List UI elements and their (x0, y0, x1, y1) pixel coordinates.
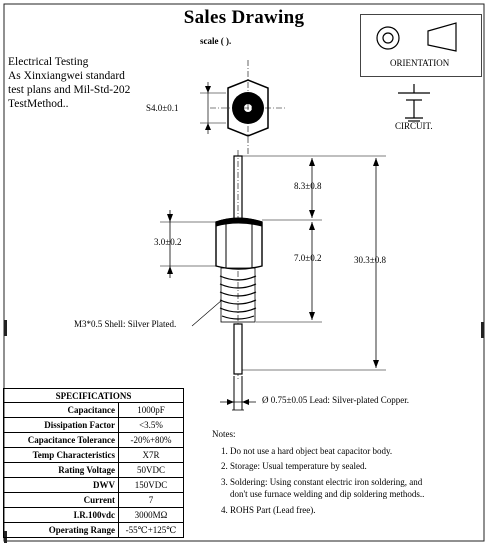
electrical-line-3: test plans and Mil-Std-202 (8, 84, 131, 96)
page-title: Sales Drawing (183, 7, 305, 28)
spec-value: X7R (118, 447, 184, 463)
spec-label: DWV (3, 477, 119, 493)
page-border (3, 3, 485, 542)
orientation-label: ORIENTATION (390, 58, 450, 68)
electrical-line-2: As Xinxiangwei standard (8, 70, 125, 82)
spec-value: 150VDC (118, 477, 184, 493)
lead-top-dimension-label: 8.3±0.8 (294, 181, 322, 191)
table-row: Capacitance Tolerance-20%+80% (3, 432, 184, 448)
specifications-header: SPECIFICATIONS (3, 388, 184, 403)
lead-label: Ø 0.75±0.05 Lead: Silver-plated Copper. (262, 395, 409, 405)
spec-value: -55℃+125℃ (118, 522, 184, 538)
circuit-label: CIRCUIT. (395, 121, 433, 131)
spec-value: -20%+80% (118, 432, 184, 448)
body-dimension-label: 3.0±0.2 (154, 237, 182, 247)
specifications-header-row: SPECIFICATIONS (3, 388, 184, 403)
spec-label: Rating Voltage (3, 462, 119, 478)
dimension-lines (160, 155, 386, 405)
list-item: Storage: Usual temperature by sealed. (230, 460, 440, 473)
orientation-box (360, 14, 482, 77)
shell-label: M3*0.5 Shell: Silver Plated. (74, 319, 177, 329)
spec-value: 7 (118, 492, 184, 508)
spec-label: Current (3, 492, 119, 508)
electrical-line-1: Electrical Testing (8, 56, 89, 68)
notes-section: Notes: Do not use a hard object beat cap… (212, 428, 440, 519)
total-length-dimension-label: 30.3±0.8 (354, 255, 386, 265)
orientation-symbol (376, 22, 457, 52)
electrical-line-4: TestMethod.. (8, 98, 69, 110)
notes-list: Do not use a hard object beat capacitor … (212, 445, 440, 517)
electrical-testing-text: Electrical Testing As Xinxiangwei standa… (8, 55, 144, 119)
scale-label: scale ( ). (200, 36, 232, 46)
capacitor-circuit-symbol (398, 84, 430, 122)
spec-label: Dissipation Factor (3, 417, 119, 433)
spec-label: I.R.100vdc (3, 507, 119, 523)
list-item: Soldering: Using constant electric iron … (230, 476, 440, 501)
list-item: Do not use a hard object beat capacitor … (230, 445, 440, 458)
notes-heading: Notes: (212, 429, 236, 439)
list-item: ROHS Part (Lead free). (230, 504, 440, 517)
hex-dimension-label: S4.0±0.1 (146, 103, 179, 113)
thread-dimension-label: 7.0±0.2 (294, 253, 322, 263)
spec-label: Capacitance Tolerance (3, 432, 119, 448)
spec-value: 3000MΩ (118, 507, 184, 523)
spec-value: 1000pF (118, 402, 184, 418)
component-side-view (215, 150, 263, 411)
hex-top-view (200, 60, 286, 156)
spec-label: Capacitance (3, 402, 119, 418)
spec-label: Operating Range (3, 522, 119, 538)
spec-label: Temp Characteristics (3, 447, 119, 463)
table-row: Operating Range-55℃+125℃ (3, 522, 184, 538)
table-row: Dissipation Factor<3.5% (3, 417, 184, 433)
spec-value: <3.5% (118, 417, 184, 433)
spec-value: 50VDC (118, 462, 184, 478)
